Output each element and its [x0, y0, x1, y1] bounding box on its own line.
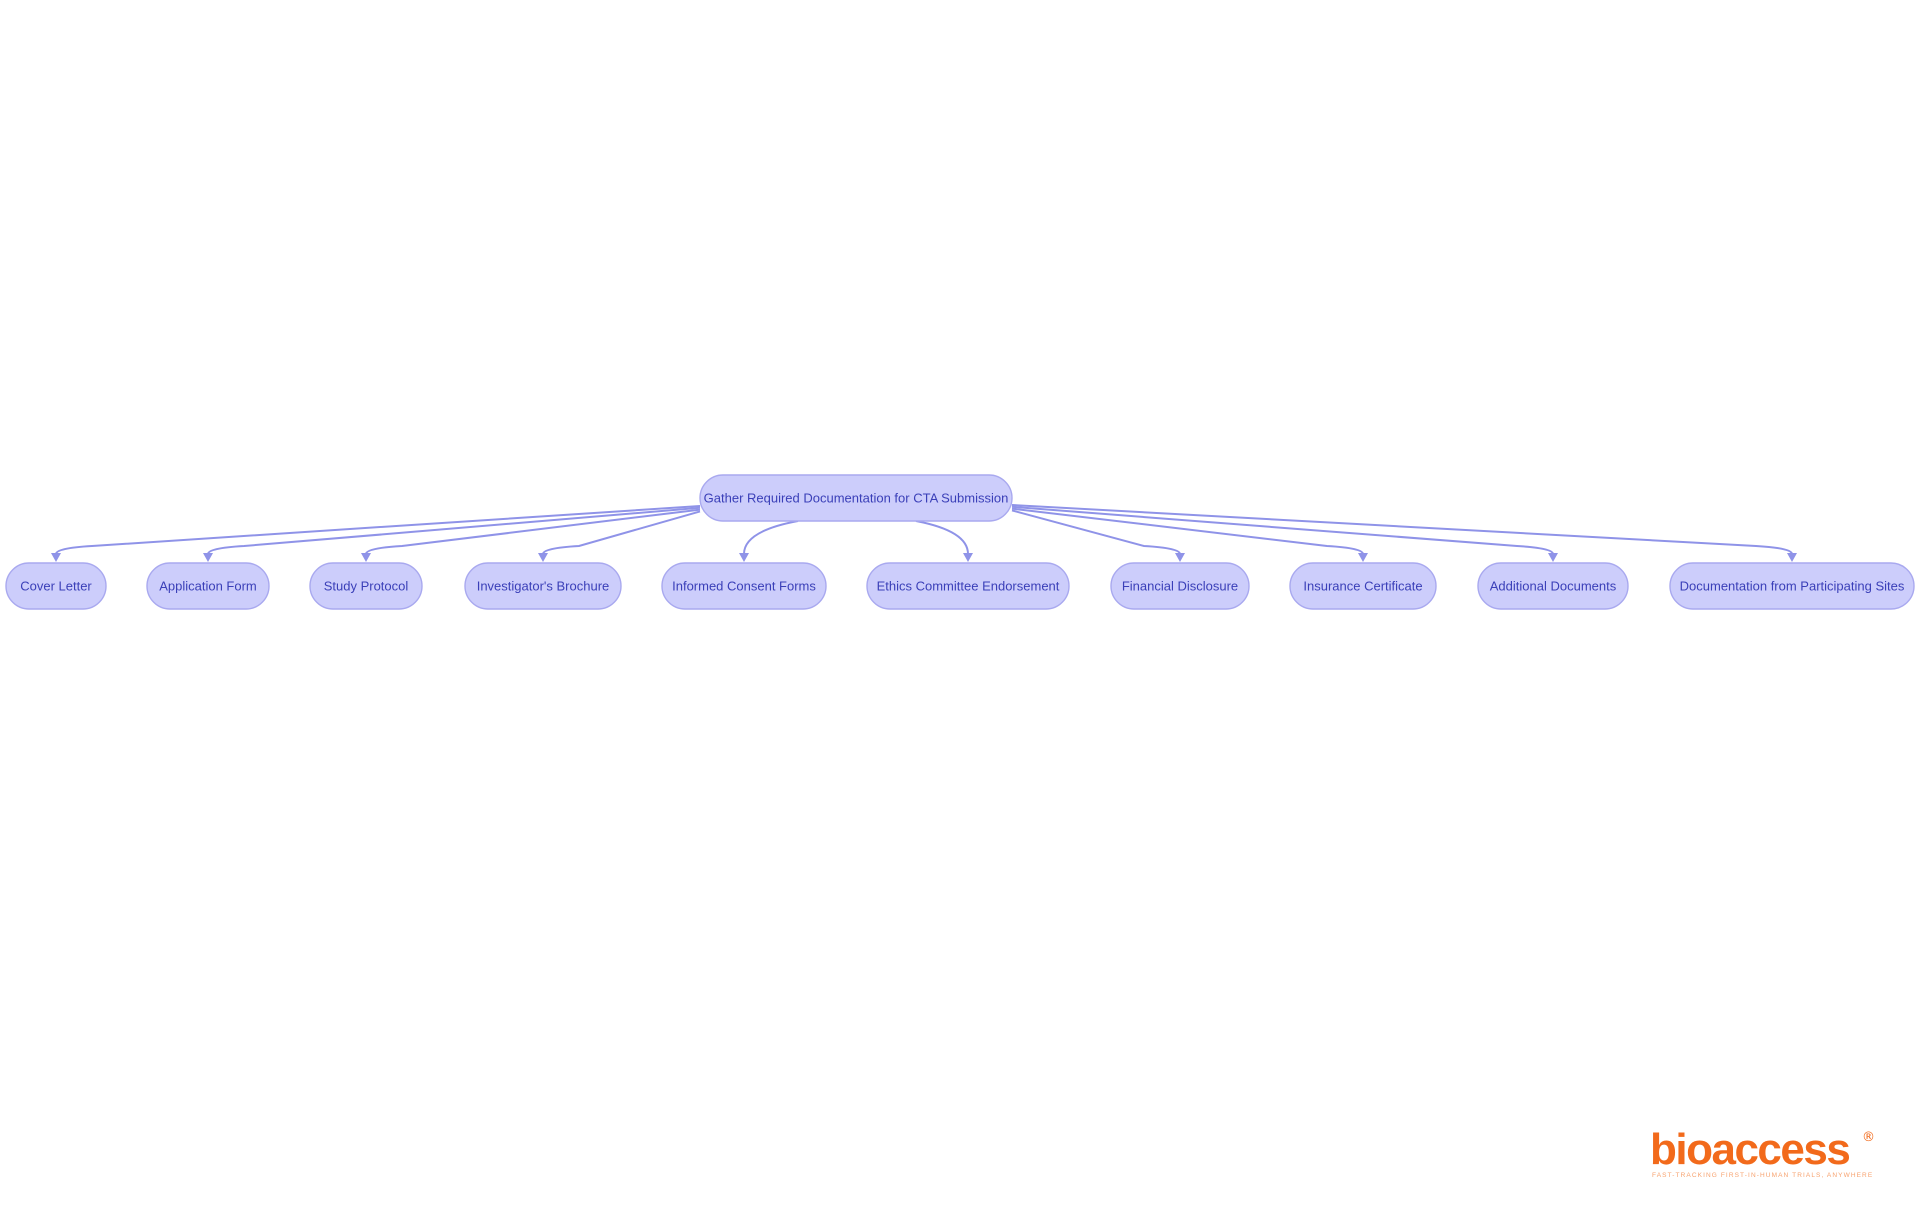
logo-wordmark: bioaccess: [1650, 1125, 1851, 1174]
node-c4: Investigator's Brochure: [464, 562, 622, 610]
node-c1-label: Cover Letter: [20, 579, 92, 594]
arrowhead-c6-icon: [963, 553, 973, 562]
arrowhead-c2-icon: [203, 553, 213, 562]
node-c8: Insurance Certificate: [1289, 562, 1437, 610]
node-c7-label: Financial Disclosure: [1122, 579, 1238, 594]
node-c5: Informed Consent Forms: [661, 562, 827, 610]
node-c5-shape: [661, 562, 827, 610]
node-c3-label: Study Protocol: [324, 579, 409, 594]
node-c9-shape: [1477, 562, 1629, 610]
nodes-layer: Gather Required Documentation for CTA Su…: [5, 474, 1915, 610]
node-c10-label: Documentation from Participating Sites: [1680, 579, 1905, 594]
arrowhead-c1-icon: [51, 553, 61, 562]
registered-mark-icon: ®: [1862, 1130, 1875, 1145]
edge-root-to-c7: [1011, 509, 1181, 555]
arrowhead-c7-icon: [1175, 553, 1185, 562]
arrowhead-c10-icon: [1787, 553, 1797, 562]
arrowhead-c8-icon: [1358, 553, 1368, 562]
node-c9: Additional Documents: [1477, 562, 1629, 610]
arrowhead-c4-icon: [538, 553, 548, 562]
node-c2: Application Form: [146, 562, 270, 610]
node-c7-shape: [1110, 562, 1250, 610]
node-c2-shape: [146, 562, 270, 610]
logo-tagline: FAST-TRACKING FIRST-IN-HUMAN TRIALS, ANY…: [1652, 1172, 1874, 1179]
node-root-label: Gather Required Documentation for CTA Su…: [704, 491, 1009, 506]
node-c3: Study Protocol: [309, 562, 423, 610]
node-root: Gather Required Documentation for CTA Su…: [699, 474, 1013, 522]
node-c10-shape: [1669, 562, 1915, 610]
edge-root-to-c1: [55, 505, 701, 555]
arrowhead-c9-icon: [1548, 553, 1558, 562]
node-c5-label: Informed Consent Forms: [672, 579, 816, 594]
edge-root-to-c5: [743, 520, 799, 555]
node-c3-shape: [309, 562, 423, 610]
node-c8-label: Insurance Certificate: [1303, 579, 1422, 594]
edge-root-to-c6: [915, 520, 969, 555]
node-c8-shape: [1289, 562, 1437, 610]
node-c9-label: Additional Documents: [1490, 579, 1617, 594]
node-c7: Financial Disclosure: [1110, 562, 1250, 610]
node-root-shape: [699, 474, 1013, 522]
edge-root-to-c8: [1011, 507, 1364, 555]
edge-root-to-c4: [542, 510, 701, 555]
arrowhead-c3-icon: [361, 553, 371, 562]
node-c4-label: Investigator's Brochure: [477, 579, 610, 594]
edge-root-to-c3: [365, 508, 701, 555]
node-c6: Ethics Committee Endorsement: [866, 562, 1070, 610]
node-c1-shape: [5, 562, 107, 610]
node-c10: Documentation from Participating Sites: [1669, 562, 1915, 610]
arrowhead-c5-icon: [739, 553, 749, 562]
edge-root-to-c2: [207, 506, 701, 555]
node-c2-label: Application Form: [159, 579, 257, 594]
node-c6-shape: [866, 562, 1070, 610]
node-c1: Cover Letter: [5, 562, 107, 610]
bioaccess-logo: bioaccess ® FAST-TRACKING FIRST-IN-HUMAN…: [1650, 1128, 1880, 1180]
node-c6-label: Ethics Committee Endorsement: [877, 579, 1060, 594]
edges-layer: [51, 504, 1797, 562]
node-c4-shape: [464, 562, 622, 610]
edge-root-to-c10: [1011, 504, 1793, 555]
edge-root-to-c9: [1011, 505, 1554, 555]
